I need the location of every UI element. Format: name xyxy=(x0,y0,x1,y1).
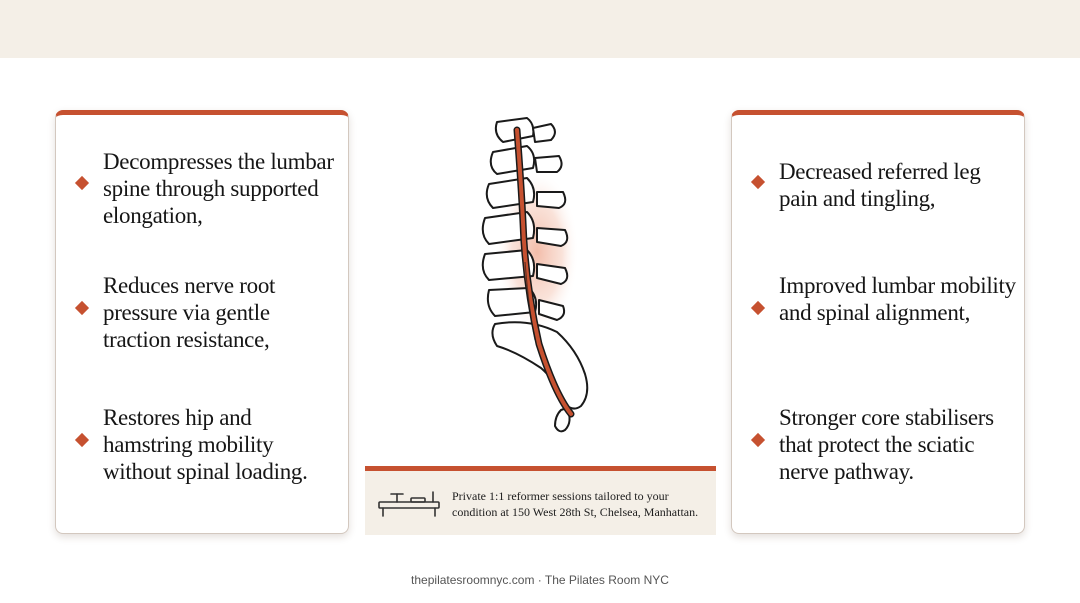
left-benefits-card: Decompresses the lumbar spine through su… xyxy=(55,110,349,534)
diamond-bullet-icon xyxy=(750,432,766,448)
diamond-bullet-icon xyxy=(74,432,90,448)
outcome-text: Improved lumbar mobility and spinal alig… xyxy=(779,273,1016,325)
diamond-bullet-icon xyxy=(74,300,90,316)
reformer-icon xyxy=(378,491,440,517)
outcome-text: Decreased referred leg pain and tingling… xyxy=(779,159,981,211)
diamond-bullet-icon xyxy=(750,300,766,316)
right-outcomes-card: Decreased referred leg pain and tingling… xyxy=(731,110,1025,534)
top-band xyxy=(0,0,1080,58)
lumbar-spine-icon xyxy=(481,117,589,433)
outcome-text: Stronger core stabilisers that protect t… xyxy=(779,405,994,484)
diamond-bullet-icon xyxy=(750,174,766,190)
info-text: Private 1:1 reformer sessions tailored t… xyxy=(452,489,699,519)
diamond-bullet-icon xyxy=(74,175,90,191)
benefit-text: Decompresses the lumbar spine through su… xyxy=(103,149,334,228)
benefit-text: Reduces nerve root pressure via gentle t… xyxy=(103,273,276,352)
benefit-text: Restores hip and hamstring mobility with… xyxy=(103,405,308,484)
footer-text: thepilatesroomnyc.com · The Pilates Room… xyxy=(411,573,669,587)
info-bar: Private 1:1 reformer sessions tailored t… xyxy=(365,466,716,535)
